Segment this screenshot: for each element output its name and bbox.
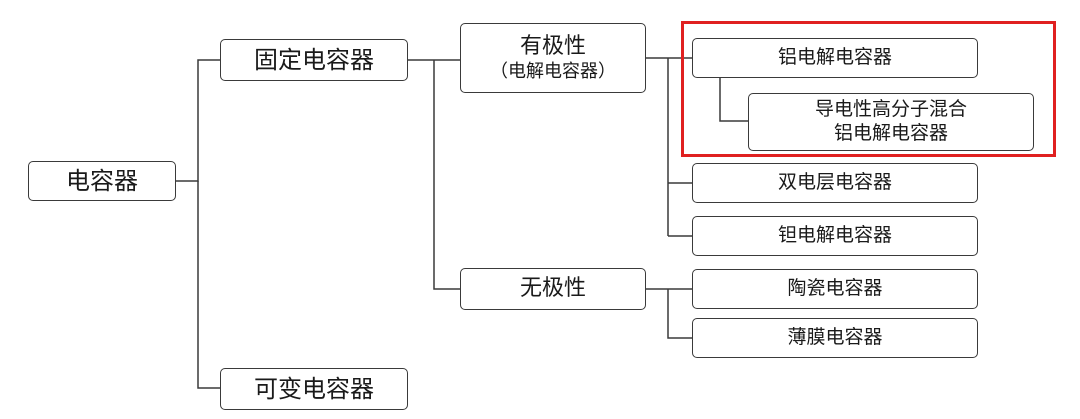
node-polar: 有极性 （电解电容器）	[460, 23, 646, 93]
node-aluminum-electrolytic-label: 铝电解电容器	[777, 46, 892, 69]
node-conductive-polymer-line2: 铝电解电容器	[833, 122, 948, 144]
node-fixed-capacitor: 固定电容器	[220, 39, 408, 81]
node-fixed-capacitor-label: 固定电容器	[254, 46, 374, 74]
node-nonpolar: 无极性	[460, 268, 646, 310]
node-edlc-label: 双电层电容器	[777, 171, 892, 194]
connector-nonpolar-film	[667, 289, 692, 339]
connector-root-fixed	[176, 59, 220, 182]
node-variable-capacitor-label: 可变电容器	[254, 375, 374, 403]
node-tantalum-electrolytic-label: 钽电解电容器	[777, 224, 892, 247]
node-conductive-polymer-hybrid: 导电性高分子混合 铝电解电容器	[748, 93, 1034, 151]
node-capacitor-label: 电容器	[66, 167, 138, 195]
connector-root-variable	[197, 181, 220, 389]
node-edlc: 双电层电容器	[692, 163, 978, 203]
node-film: 薄膜电容器	[692, 318, 978, 358]
node-film-label: 薄膜电容器	[787, 326, 883, 349]
node-capacitor: 电容器	[28, 161, 176, 201]
node-aluminum-electrolytic: 铝电解电容器	[692, 38, 978, 78]
node-nonpolar-label: 无极性	[519, 276, 586, 302]
highlight-frame	[681, 21, 1056, 157]
node-polar-sublabel: （电解电容器）	[490, 60, 616, 82]
connector-fixed-nonpolar	[433, 60, 460, 290]
node-ceramic: 陶瓷电容器	[692, 269, 978, 309]
node-polar-label: 有极性	[519, 34, 586, 59]
node-variable-capacitor: 可变电容器	[220, 368, 408, 410]
node-ceramic-label: 陶瓷电容器	[787, 277, 883, 300]
connector-aluminum-polymer	[719, 78, 748, 122]
node-conductive-polymer-line1: 导电性高分子混合	[814, 98, 967, 121]
node-tantalum-electrolytic: 钽电解电容器	[692, 216, 978, 256]
